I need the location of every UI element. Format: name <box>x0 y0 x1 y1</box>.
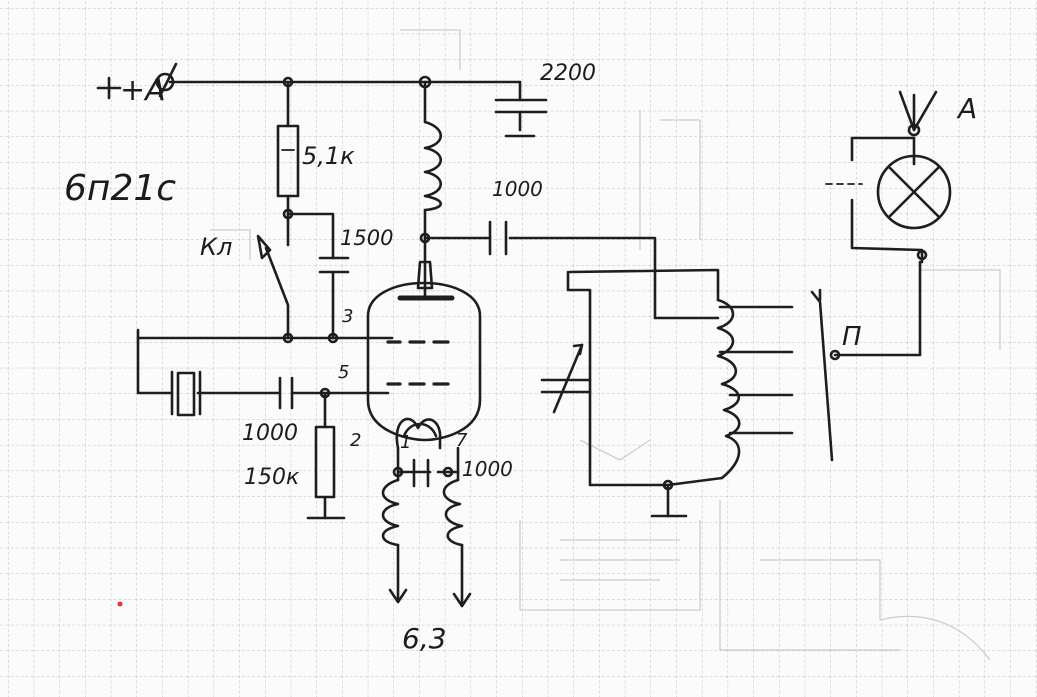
switch-label: П <box>842 322 862 352</box>
capacitor-coupling-label: 1000 <box>492 177 543 201</box>
pin-5-label: 5 <box>338 362 349 383</box>
capacitor-grid-1000 <box>278 376 294 410</box>
pin-3-label: 3 <box>342 306 353 327</box>
wiring <box>136 80 938 607</box>
capacitor-1500 <box>318 256 350 274</box>
heater-voltage-label: 6,3 <box>402 622 447 655</box>
antenna-label: А <box>956 92 977 125</box>
pin-2-label: 2 <box>350 430 361 451</box>
tank-coil <box>716 298 741 480</box>
lamp-indicator <box>876 154 952 230</box>
heater-choke-left <box>381 478 400 547</box>
capacitor-heater-1000 <box>410 458 432 488</box>
supply-label: +A <box>120 73 166 108</box>
resistor-150k <box>314 425 336 499</box>
crystal-element <box>170 370 202 417</box>
tube-6p21s <box>366 260 482 450</box>
resistor-5k1 <box>276 124 300 198</box>
heater-arrows <box>388 588 472 608</box>
capacitor-coupling-1000 <box>488 220 508 256</box>
pin-7-label: 7 <box>456 430 468 451</box>
capacitor-heater-label: 1000 <box>462 457 513 481</box>
capacitor-2200-label: 2200 <box>540 61 596 86</box>
key-contact <box>256 234 272 260</box>
capacitor-2200 <box>494 98 548 138</box>
supply-terminal <box>96 62 178 100</box>
capacitor-grid-label: 1000 <box>242 421 298 446</box>
key-label: Кл <box>200 233 232 261</box>
tube-type-label: 6п21с <box>64 168 176 209</box>
anode-choke <box>423 120 443 212</box>
paper-speck <box>117 601 123 607</box>
bleed-through-sketch <box>210 29 1001 661</box>
pin-1-label: 1 <box>400 432 411 453</box>
capacitor-1500-label: 1500 <box>340 226 393 250</box>
heater-choke-right <box>442 478 464 547</box>
variable-capacitor <box>540 343 592 414</box>
junctions <box>282 75 928 491</box>
resistor-5k1-label: 5,1к <box>302 142 355 170</box>
resistor-150k-label: 150к <box>244 465 300 490</box>
